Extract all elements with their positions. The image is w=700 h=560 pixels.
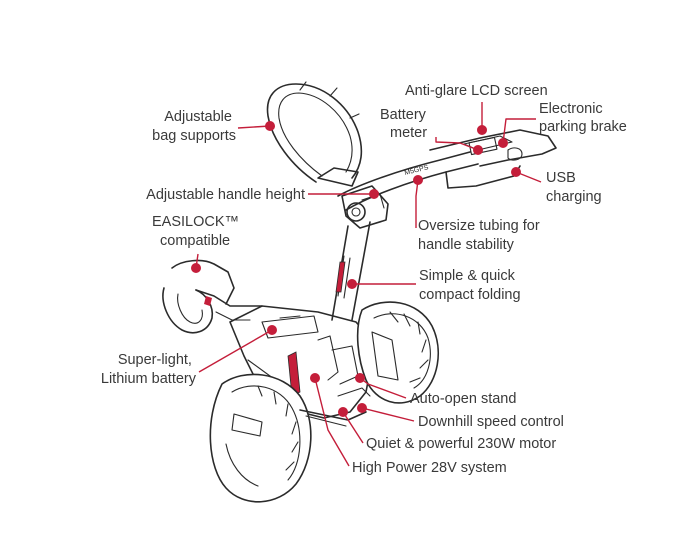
callout-usb-charging: USB charging (546, 170, 602, 205)
callout-dot-oversize-tubing (413, 175, 423, 185)
callout-battery-meter: Battery meter (380, 107, 430, 141)
callout-dot-lcd-screen (477, 125, 487, 135)
leader-line-motor (342, 411, 364, 444)
main-shaft (331, 221, 371, 321)
callout-dot-system-28v (310, 373, 320, 383)
callout-leaders (191, 102, 542, 467)
callout-lithium-battery: Super-light, Lithium battery (101, 352, 197, 387)
callout-handle-height: Adjustable handle height (146, 187, 305, 203)
callout-dot-auto-open-stand (355, 373, 365, 383)
callout-oversize-tubing: Oversize tubing for handle stability (418, 218, 544, 253)
right-wheel (356, 301, 439, 404)
callout-dot-motor (338, 407, 348, 417)
leader-line-lithium-battery (198, 329, 273, 373)
callout-dot-battery-meter (473, 145, 483, 155)
leader-line-downhill-speed (361, 407, 415, 422)
leader-line-bag-supports (237, 125, 271, 129)
callout-28v-system: High Power 28V system (352, 460, 507, 476)
callout-dot-lithium-battery (267, 325, 277, 335)
callout-dot-downhill-speed (357, 403, 367, 413)
callout-dot-handle-height (369, 189, 379, 199)
callout-dot-compact-folding (347, 279, 357, 289)
handle-hinge (341, 185, 389, 229)
leader-line-parking-brake (502, 118, 536, 144)
callout-motor: Quiet & powerful 230W motor (366, 436, 556, 452)
callout-bag-supports: Adjustable bag supports (152, 109, 236, 144)
left-wheel (209, 373, 312, 503)
callout-compact-folding: Simple & quick compact folding (419, 268, 521, 303)
trolley-illustration: M5GPS (162, 81, 557, 503)
leader-line-battery-meter (435, 137, 479, 151)
callout-dot-bag-supports (265, 121, 275, 131)
leader-line-oversize-tubing (415, 179, 419, 228)
callout-dot-parking-brake (498, 138, 508, 148)
callout-dot-easilock (191, 263, 201, 273)
callout-lcd-screen: Anti-glare LCD screen (405, 83, 548, 99)
callout-labels: Adjustable bag supports Anti-glare LCD s… (101, 83, 627, 476)
callout-parking-brake: Electronic parking brake (539, 101, 627, 135)
svg-text:M5GPS: M5GPS (404, 164, 430, 177)
lower-bag-support (162, 259, 263, 334)
callout-easilock: EASILOCK™ compatible (152, 214, 243, 249)
callout-downhill-speed: Downhill speed control (418, 414, 564, 430)
top-bag-support (266, 81, 363, 187)
callout-auto-open-stand: Auto-open stand (410, 391, 516, 407)
leader-line-system-28v (314, 377, 350, 467)
callout-dot-usb-charging (511, 167, 521, 177)
